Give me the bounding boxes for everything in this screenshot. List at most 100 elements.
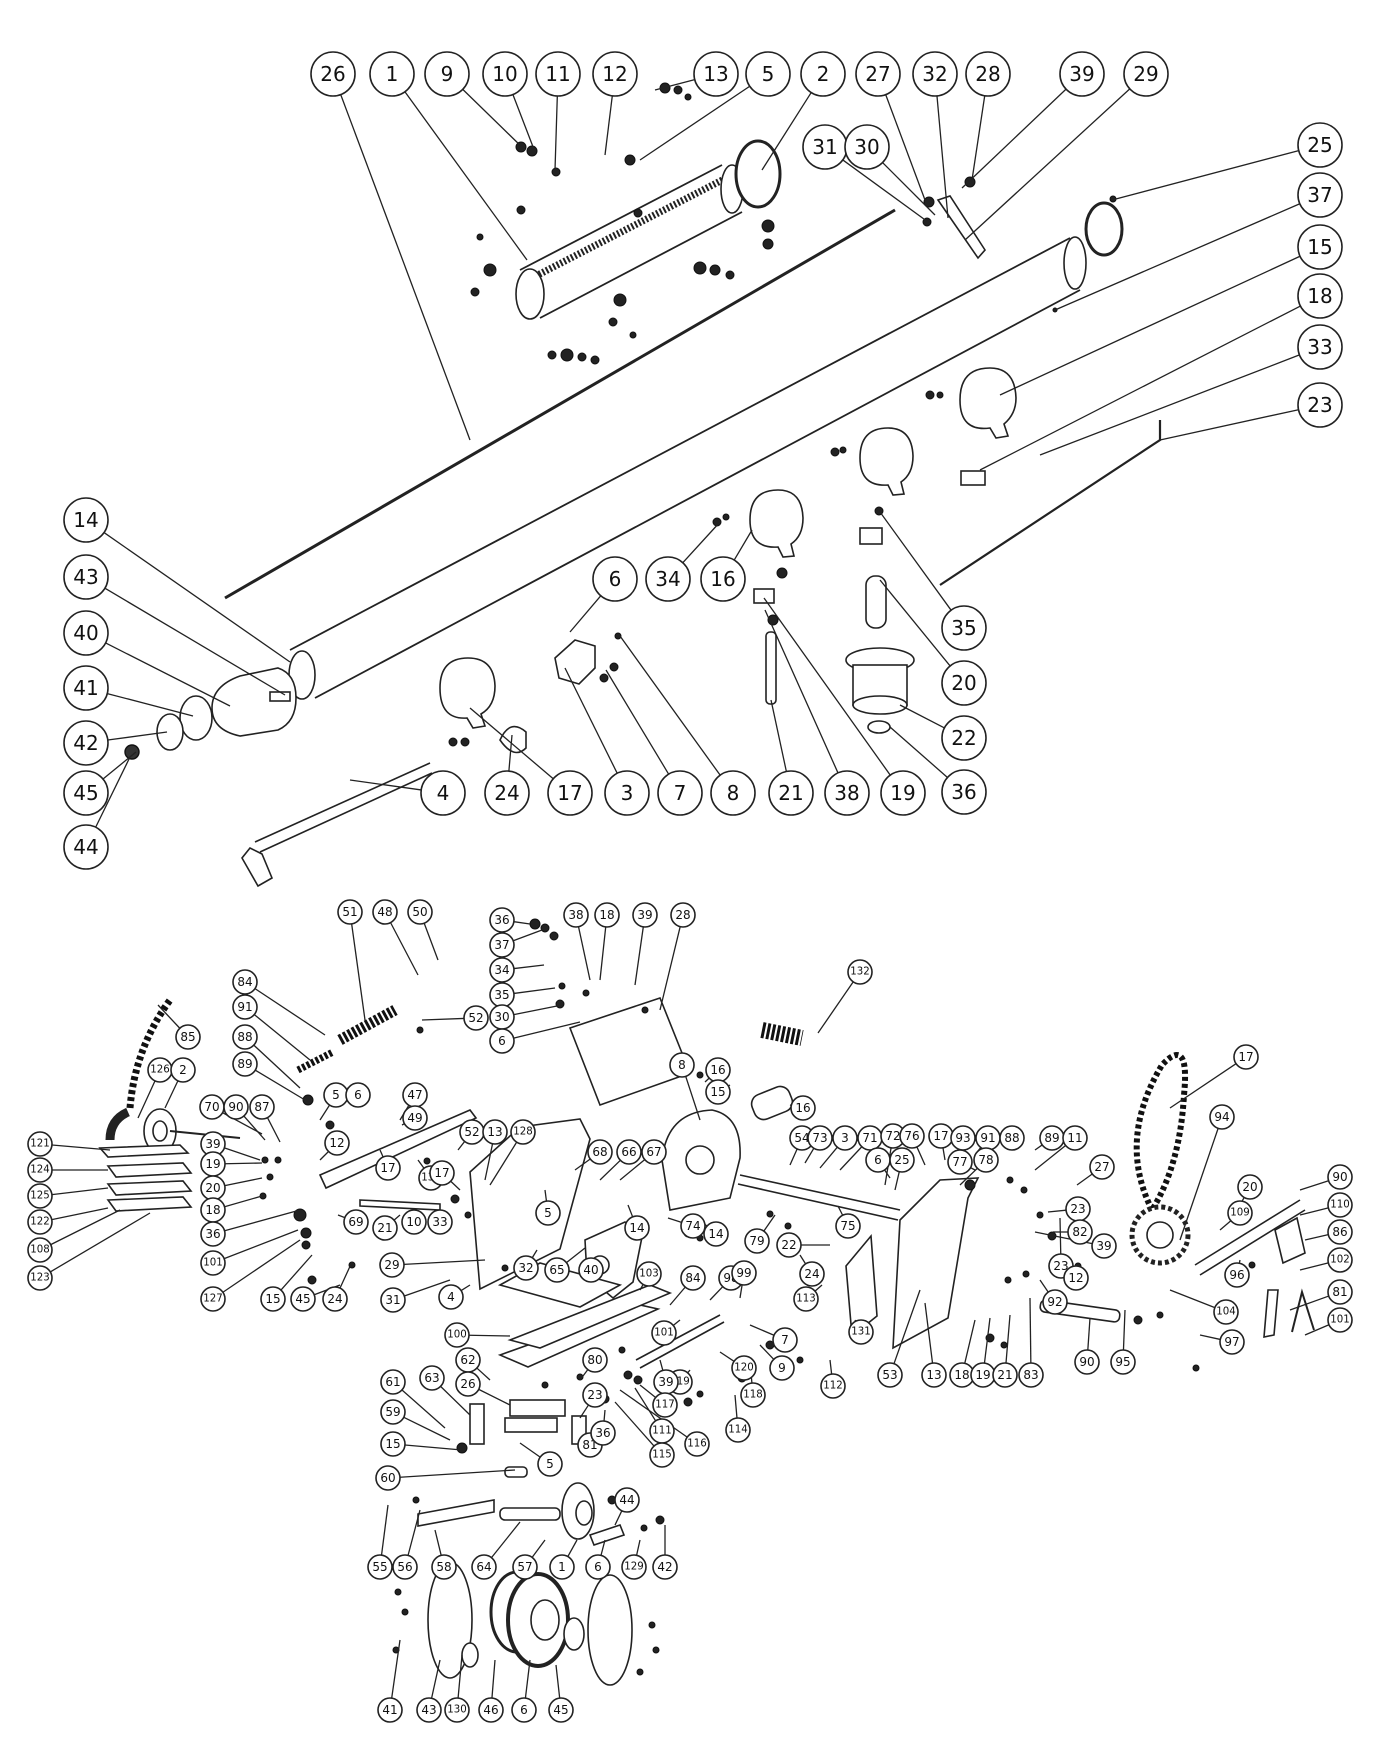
callout-number: 108	[30, 1245, 49, 1256]
callout-lower-74: 74	[680, 1213, 706, 1239]
callout-lower-88: 88	[232, 1024, 258, 1050]
callout-lower-113: 113	[793, 1286, 819, 1312]
callout-upper-30: 30	[844, 124, 890, 170]
callout-lower-17: 17	[1233, 1044, 1259, 1070]
callout-lower-114: 114	[725, 1417, 751, 1443]
callout-lower-14: 14	[624, 1215, 650, 1241]
leader-lower-133	[417, 1159, 425, 1169]
callout-circle	[768, 770, 814, 816]
callout-circle	[548, 1697, 574, 1723]
callout-lower-66: 66	[616, 1139, 642, 1165]
callout-circle	[63, 665, 109, 711]
callout-number: 35	[951, 616, 976, 640]
callout-upper-35: 35	[941, 605, 987, 651]
callout-lower-5: 5	[323, 1082, 349, 1108]
callout-lower-40: 40	[578, 1257, 604, 1283]
leader-lower-5	[544, 1189, 548, 1202]
leader-lower-101	[223, 1229, 299, 1260]
leader-lower-77	[970, 1167, 976, 1171]
callout-number: 43	[421, 1703, 436, 1717]
leader-lower-108	[50, 1209, 121, 1246]
leader-upper-4	[349, 779, 422, 791]
callout-number: 23	[1307, 393, 1332, 417]
base-plate-7	[507, 1284, 673, 1349]
callout-number: 36	[205, 1227, 220, 1241]
callout-number: 75	[840, 1219, 855, 1233]
callout-circle	[1327, 1279, 1353, 1305]
leader-lower-41	[391, 1639, 401, 1699]
leader-lower-32	[531, 1249, 538, 1259]
callout-upper-23: 23	[1297, 382, 1343, 428]
callout-circle	[941, 715, 987, 761]
callout-number: 38	[568, 908, 583, 922]
callout-circle	[1227, 1200, 1253, 1226]
callout-circle	[652, 1392, 678, 1418]
callout-circle	[380, 1287, 406, 1313]
callout-number: 20	[205, 1181, 220, 1195]
callout-circle	[549, 1554, 575, 1580]
leader-lower-27	[1076, 1173, 1093, 1186]
callout-lower-101: 101	[1327, 1307, 1353, 1333]
callout-lower-21: 21	[992, 1362, 1018, 1388]
callout-lower-70: 70	[199, 1094, 225, 1120]
callout-number: 110	[1330, 1200, 1349, 1211]
leader-lower-102	[1299, 1262, 1329, 1271]
callout-circle	[444, 1697, 470, 1723]
leader-lower-18	[964, 1319, 976, 1364]
shaft-104	[1194, 1199, 1306, 1276]
callout-number: 60	[380, 1471, 395, 1485]
callout-circle	[636, 1261, 662, 1287]
callout-number: 48	[377, 905, 392, 919]
callout-circle	[512, 1554, 538, 1580]
callout-circle	[444, 1322, 470, 1348]
callout-number: 32	[518, 1261, 533, 1275]
leader-lower-38	[577, 926, 591, 981]
callout-number: 49	[407, 1111, 422, 1125]
callout-lower-6: 6	[511, 1697, 537, 1723]
callout-circle	[889, 1147, 915, 1173]
callout-number: 11	[545, 62, 570, 86]
plate-60	[509, 1399, 566, 1417]
leader-upper-37	[1054, 203, 1301, 311]
leader-lower-14	[627, 1204, 634, 1218]
callout-number: 120	[734, 1363, 753, 1374]
callout-number: 64	[476, 1560, 491, 1574]
callout-number: 56	[397, 1560, 412, 1574]
leader-upper-41	[107, 692, 194, 717]
callout-circle	[621, 1554, 647, 1580]
callout-number: 32	[922, 62, 947, 86]
end-ring	[734, 139, 782, 209]
callout-lower-90: 90	[1074, 1349, 1100, 1375]
callout-circle	[1297, 224, 1343, 270]
leader-lower-99	[739, 1284, 743, 1299]
chain-84	[296, 1048, 335, 1074]
callout-number: 17	[557, 781, 582, 805]
callout-lower-97: 97	[1219, 1329, 1245, 1355]
leader-upper-40	[105, 642, 231, 707]
leader-lower-103	[639, 1284, 644, 1291]
callout-upper-19: 19	[880, 770, 926, 816]
callout-circle	[63, 610, 109, 656]
callout-number: 116	[687, 1439, 706, 1450]
callout-lower-36: 36	[489, 907, 515, 933]
pin-cylinder	[865, 575, 887, 629]
callout-circle	[489, 1028, 515, 1054]
leader-lower-3	[819, 1146, 838, 1169]
callout-number: 7	[781, 1333, 789, 1347]
callout-upper-43: 43	[63, 554, 109, 600]
bracket-3	[554, 639, 596, 685]
leader-lower-5	[519, 1442, 541, 1458]
leader-lower-7	[749, 1324, 775, 1336]
callout-circle	[587, 1139, 613, 1165]
leader-lower-71	[839, 1146, 863, 1171]
leader-lower-98	[709, 1286, 724, 1301]
callout-number: 26	[460, 1377, 475, 1391]
callout-circle	[375, 1465, 401, 1491]
callout-number: 91	[237, 1000, 252, 1014]
callout-number: 41	[73, 676, 98, 700]
callout-number: 15	[385, 1437, 400, 1451]
callout-circle	[27, 1265, 53, 1291]
leader-lower-69	[337, 1214, 346, 1219]
callout-circle	[604, 770, 650, 816]
leader-lower-95	[1122, 1309, 1126, 1351]
